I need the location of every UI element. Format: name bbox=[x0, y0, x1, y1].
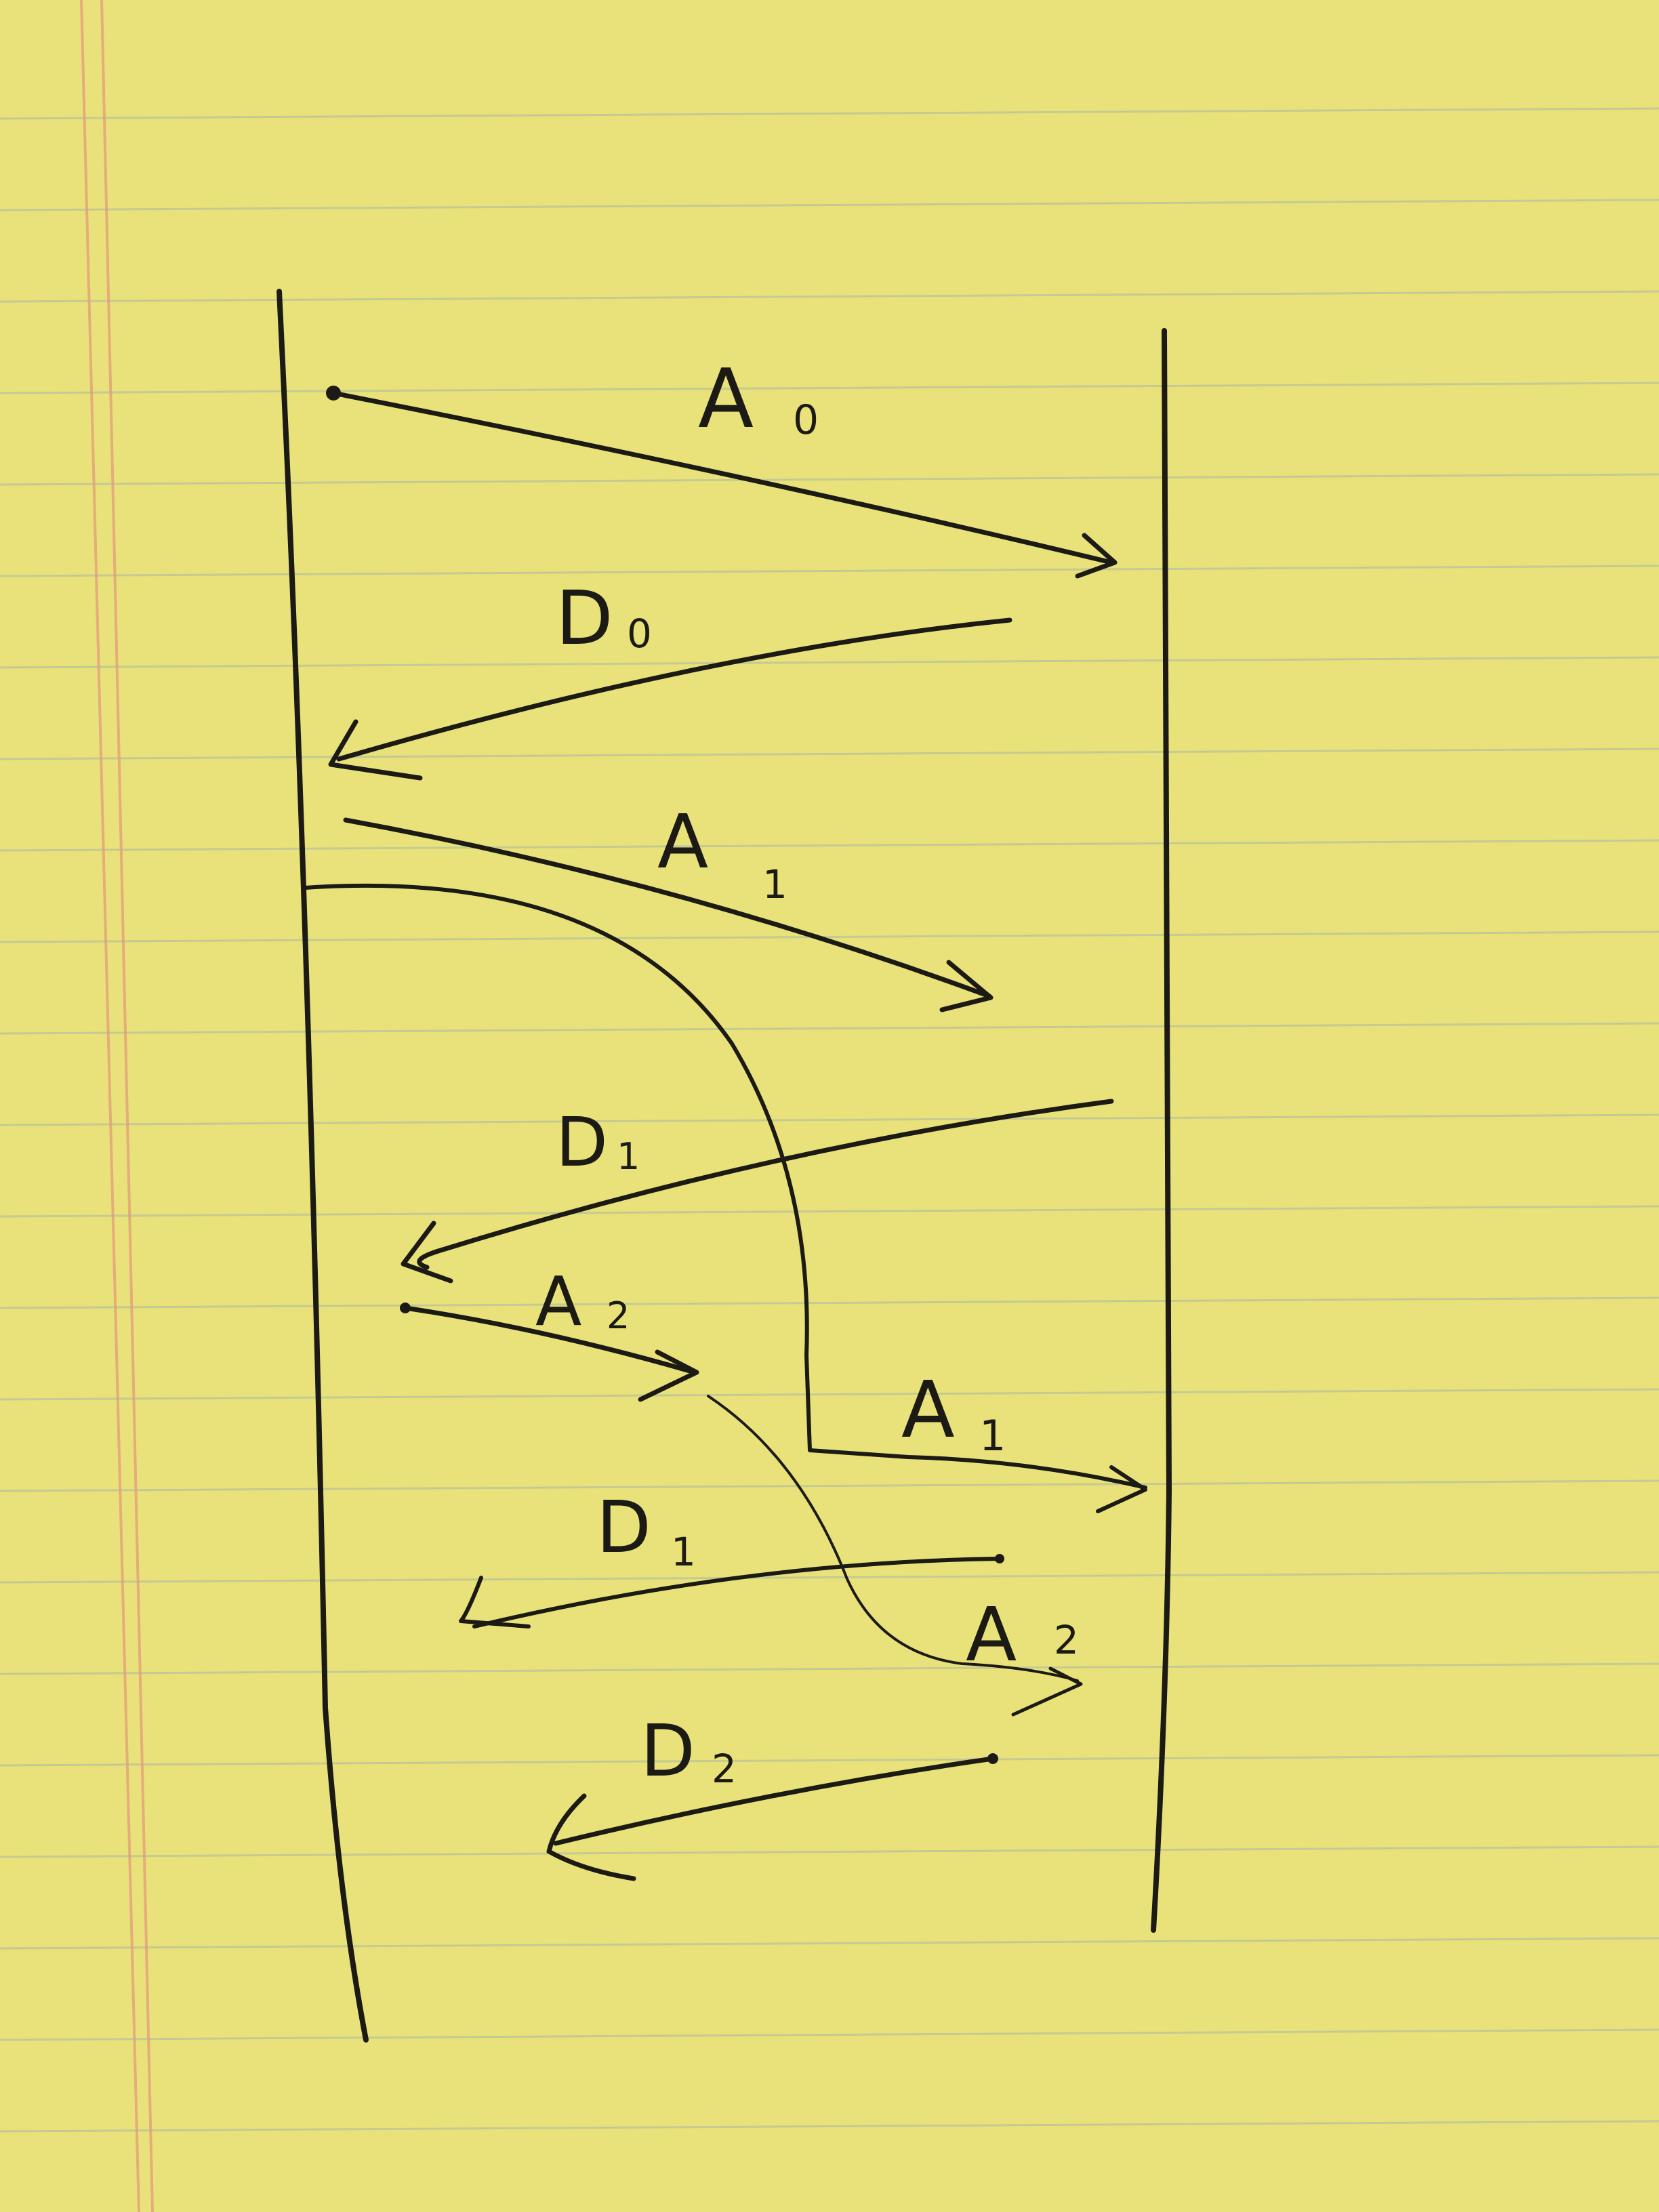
label-a1-sub: 1 bbox=[762, 861, 787, 907]
paper-margin-lines bbox=[80, 0, 154, 2212]
label-d2: D bbox=[640, 1710, 695, 1793]
label-d0-sub: 0 bbox=[627, 611, 652, 657]
message-d0-arrow bbox=[328, 617, 1012, 781]
label-a2: A bbox=[535, 1262, 581, 1341]
message-a1-arrow bbox=[343, 817, 994, 1012]
label-a2-delayed-sub: 2 bbox=[1054, 1617, 1079, 1663]
label-a2-delayed: A bbox=[966, 1591, 1017, 1678]
message-a0-arrow bbox=[326, 386, 1118, 579]
message-a2-delayed-arrow bbox=[707, 1395, 1083, 1717]
paper-rule-lines bbox=[0, 107, 1659, 2133]
left-lifeline bbox=[276, 289, 369, 2043]
label-d0: D bbox=[556, 575, 613, 661]
right-lifeline bbox=[1151, 328, 1172, 1933]
label-a1-delayed: A bbox=[901, 1365, 955, 1456]
label-d1: D bbox=[556, 1103, 608, 1182]
message-a1-delayed-arrow bbox=[303, 883, 1147, 1513]
label-d1-second-sub: 1 bbox=[671, 1529, 696, 1575]
message-d1-second-arrow bbox=[459, 1554, 1004, 1629]
label-a1-delayed-sub: 1 bbox=[979, 1411, 1006, 1460]
message-d1-arrow bbox=[401, 1099, 1114, 1284]
label-d1-second: D bbox=[596, 1486, 651, 1569]
label-a0: A bbox=[698, 352, 754, 447]
label-d2-sub: 2 bbox=[712, 1746, 737, 1792]
message-d2-arrow bbox=[546, 1753, 998, 1881]
label-a1: A bbox=[657, 798, 708, 885]
label-a0-sub: 0 bbox=[793, 396, 819, 444]
label-a2-sub: 2 bbox=[607, 1294, 630, 1337]
message-a2-arrow bbox=[400, 1303, 699, 1402]
label-d1-sub: 1 bbox=[617, 1135, 640, 1178]
